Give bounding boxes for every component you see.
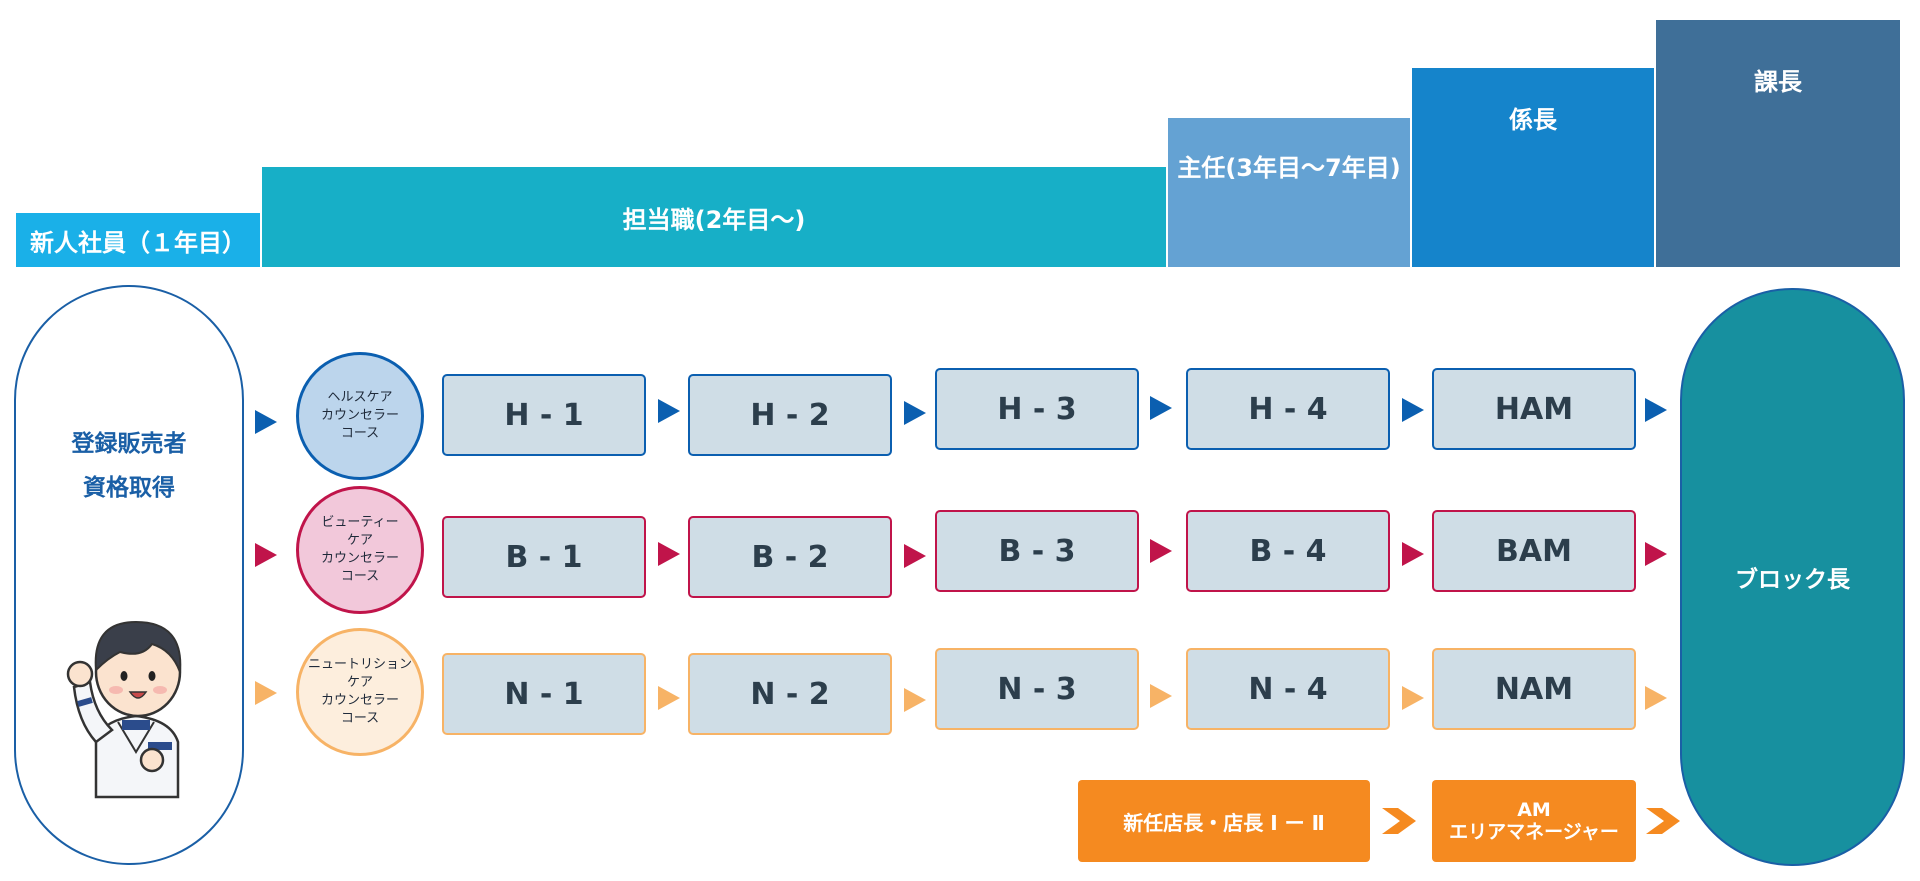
- step-label: N - 2: [750, 676, 830, 712]
- step-h3: H - 3: [935, 368, 1139, 450]
- step-h2: H - 2: [688, 374, 892, 456]
- nutrition-arrow-4: [1402, 686, 1424, 710]
- step-h4: H - 4: [1186, 368, 1390, 450]
- health-arrow-3: [1150, 396, 1172, 420]
- step-label: N - 3: [997, 671, 1077, 707]
- nutrition-arrow-0: [255, 681, 277, 705]
- block-manager-pill: ブロック長: [1680, 288, 1905, 866]
- beauty-arrow-2: [904, 544, 926, 568]
- tier-subsection-chief: 係長: [1412, 68, 1654, 267]
- step-b1: B - 1: [442, 516, 646, 598]
- nutrition-arrow-1: [658, 686, 680, 710]
- health-course-label: ヘルスケア カウンセラー コース: [320, 390, 399, 441]
- store-manager-label: 新任店長・店長 Ⅰ ー Ⅱ: [1123, 810, 1325, 835]
- area-manager-abbr: AM: [1517, 799, 1551, 821]
- step-nam: NAM: [1432, 648, 1636, 730]
- store-manager-box: 新任店長・店長 Ⅰ ー Ⅱ: [1078, 780, 1370, 862]
- tier-label: 係長: [1509, 106, 1557, 134]
- area-manager-chevron: [1646, 808, 1680, 834]
- step-h1: H - 1: [442, 374, 646, 456]
- qualification-line-2: 資格取得: [83, 475, 175, 501]
- step-label: B - 1: [505, 539, 583, 575]
- area-manager-label: エリアマネージャー: [1449, 821, 1619, 843]
- step-ham: HAM: [1432, 368, 1636, 450]
- health-arrow-0: [255, 410, 277, 434]
- tier-label: 新人社員（１年目）: [30, 228, 246, 257]
- step-label: B - 2: [751, 539, 829, 575]
- beauty-course-label: ビューティー ケア カウンセラー コース: [320, 515, 399, 584]
- beauty-course-circle: ビューティー ケア カウンセラー コース: [296, 486, 424, 614]
- nutrition-course-label: ニュートリション ケア カウンセラー コース: [307, 657, 412, 726]
- area-manager-box: AM エリアマネージャー: [1432, 780, 1636, 862]
- health-arrow-1: [658, 399, 680, 423]
- step-n3: N - 3: [935, 648, 1139, 730]
- health-arrow-2: [904, 401, 926, 425]
- tier-chief: 主任(3年目〜7年目): [1168, 118, 1410, 267]
- start-pill: 登録販売者 資格取得: [14, 285, 244, 865]
- tier-label: 主任(3年目〜7年目): [1177, 154, 1401, 182]
- step-b2: B - 2: [688, 516, 892, 598]
- step-bam: BAM: [1432, 510, 1636, 592]
- step-b3: B - 3: [935, 510, 1139, 592]
- step-label: H - 3: [997, 391, 1077, 427]
- step-label: N - 4: [1248, 671, 1328, 707]
- tier-new-employee: 新人社員（１年目）: [16, 213, 260, 267]
- tier-section-manager: 課長: [1656, 20, 1900, 267]
- step-label: B - 4: [1249, 533, 1327, 569]
- beauty-arrow-4: [1402, 542, 1424, 566]
- beauty-arrow-3: [1150, 539, 1172, 563]
- health-arrow-5: [1645, 398, 1667, 422]
- step-b4: B - 4: [1186, 510, 1390, 592]
- step-n4: N - 4: [1186, 648, 1390, 730]
- block-manager-label: ブロック長: [1735, 567, 1850, 593]
- nutrition-arrow-5: [1645, 686, 1667, 710]
- beauty-arrow-0: [255, 543, 277, 567]
- tier-label: 課長: [1754, 68, 1802, 96]
- step-label: H - 1: [504, 397, 584, 433]
- store-manager-chevron: [1382, 808, 1416, 834]
- nutrition-course-circle: ニュートリション ケア カウンセラー コース: [296, 628, 424, 756]
- step-label: BAM: [1496, 533, 1572, 569]
- step-label: H - 4: [1248, 391, 1328, 427]
- step-n2: N - 2: [688, 653, 892, 735]
- step-label: H - 2: [750, 397, 830, 433]
- health-arrow-4: [1402, 398, 1424, 422]
- staff-character-illustration: [66, 620, 182, 799]
- beauty-arrow-1: [658, 542, 680, 566]
- nutrition-arrow-3: [1150, 684, 1172, 708]
- step-label: B - 3: [998, 533, 1076, 569]
- tier-staff: 担当職(2年目〜): [262, 167, 1166, 267]
- step-label: HAM: [1494, 391, 1574, 427]
- qualification-text: 登録販売者 資格取得: [16, 422, 242, 510]
- step-label: N - 1: [504, 676, 584, 712]
- step-n1: N - 1: [442, 653, 646, 735]
- nutrition-arrow-2: [904, 688, 926, 712]
- tier-label: 担当職(2年目〜): [622, 205, 806, 234]
- step-label: NAM: [1494, 671, 1574, 707]
- health-course-circle: ヘルスケア カウンセラー コース: [296, 352, 424, 480]
- beauty-arrow-5: [1645, 542, 1667, 566]
- qualification-line-1: 登録販売者: [71, 431, 187, 457]
